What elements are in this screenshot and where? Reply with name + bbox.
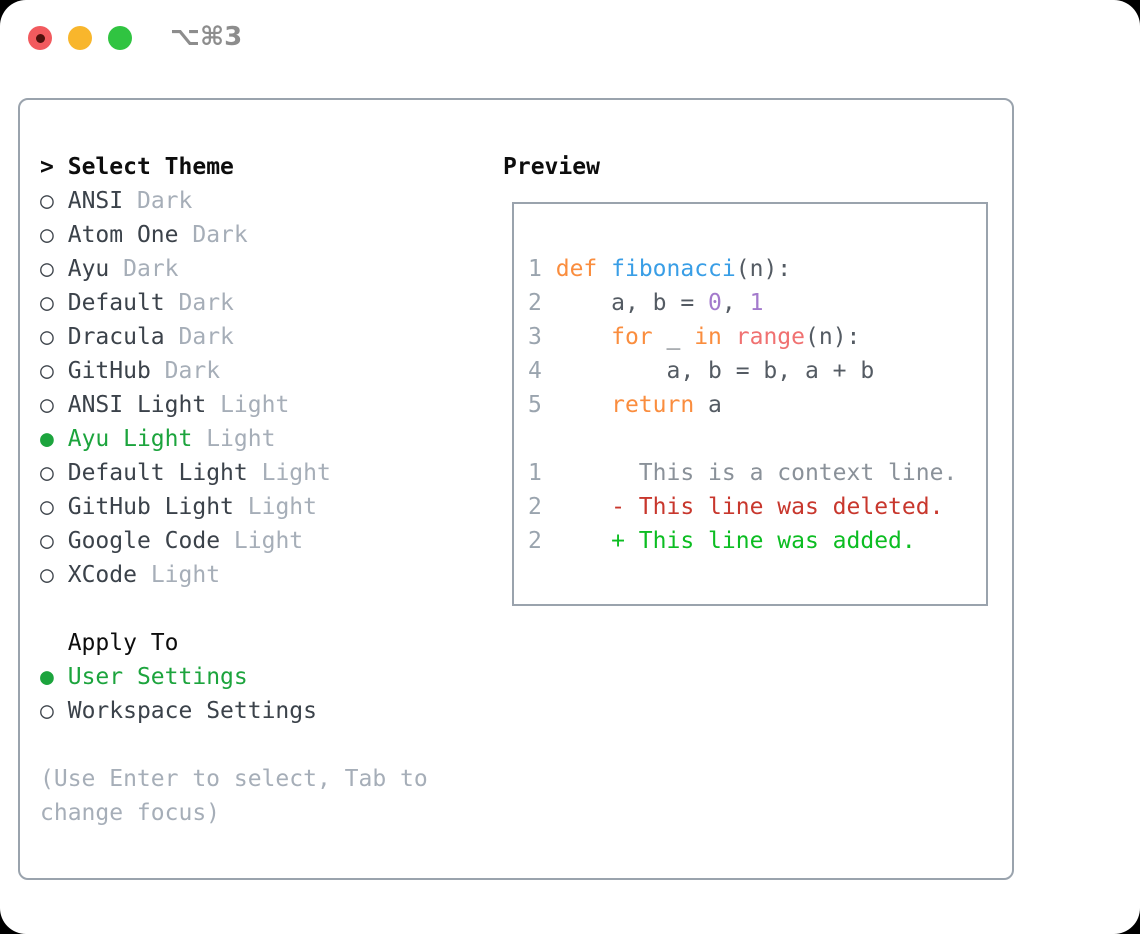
diff-line-context: 1 This is a context line. [528,460,958,486]
theme-item-default[interactable]: ○ Default Dark [40,286,476,320]
theme-list: ○ ANSI Dark○ Atom One Dark○ Ayu Dark○ De… [40,184,476,592]
radio-icon: ○ [40,392,54,418]
select-theme-header: > Select Theme [40,150,476,184]
theme-variant-tag: Dark [178,290,234,316]
traffic-lights [28,26,132,50]
theme-list-column: > Select Theme ○ ANSI Dark○ Atom One Dar… [40,150,476,830]
radio-icon: ○ [40,324,54,350]
theme-variant-tag: Light [220,392,290,418]
theme-name: ANSI Light [67,392,207,418]
close-button[interactable] [28,26,52,50]
theme-variant-tag: Dark [178,324,234,350]
theme-variant-tag: Dark [164,358,221,384]
code-line: 1 def fibonacci(n): [528,256,792,282]
radio-selected-icon: ● [40,664,54,690]
line-number: 1 [528,256,542,282]
code-line: 3 for _ in range(n): [528,324,861,350]
radio-icon: ○ [40,562,54,588]
radio-icon: ○ [40,698,54,724]
apply-option-user-settings[interactable]: ● User Settings [40,660,476,694]
theme-item-ansi[interactable]: ○ ANSI Dark [40,184,476,218]
preview-title: Preview [503,154,600,180]
radio-icon: ○ [40,460,54,486]
line-number: 5 [528,392,542,418]
radio-icon: ○ [40,222,54,248]
line-number: 2 [528,290,542,316]
theme-name: Default Light [67,460,248,486]
theme-variant-tag: Dark [192,222,248,248]
apply-option-label: User Settings [67,664,248,690]
theme-name: ANSI [67,188,124,214]
spacer [40,728,476,762]
apply-to-title: Apply To [67,630,179,656]
apply-option-label: Workspace Settings [67,698,317,724]
theme-variant-tag: Light [206,426,276,452]
theme-variant-tag: Dark [136,188,193,214]
line-number: 3 [528,324,542,350]
line-number: 2 [528,494,542,520]
radio-icon: ○ [40,358,54,384]
theme-name: Ayu [67,256,110,282]
theme-name: Google Code [67,528,221,554]
line-number: 1 [528,460,542,486]
radio-icon: ○ [40,494,54,520]
theme-selector-panel: > Select Theme ○ ANSI Dark○ Atom One Dar… [18,98,1014,880]
theme-item-ayu[interactable]: ○ Ayu Dark [40,252,476,286]
apply-to-list: ● User Settings○ Workspace Settings [40,660,476,728]
code-line: 5 return a [528,392,722,418]
theme-item-default-light[interactable]: ○ Default Light Light [40,456,476,490]
theme-variant-tag: Light [150,562,221,588]
theme-name: GitHub Light [67,494,234,520]
diff-line-added: 2 + This line was added. [528,528,916,554]
spacer [40,592,476,626]
radio-icon: ○ [40,528,54,554]
radio-icon: ○ [40,256,54,282]
theme-variant-tag: Dark [123,256,179,282]
theme-item-google-code[interactable]: ○ Google Code Light [40,524,476,558]
apply-option-workspace-settings[interactable]: ○ Workspace Settings [40,694,476,728]
zoom-button[interactable] [108,26,132,50]
theme-name: Atom One [67,222,179,248]
code-preview: 1 def fibonacci(n): 2 a, b = 0, 1 3 for _ … [514,204,986,558]
radio-icon: ○ [40,290,54,316]
theme-variant-tag: Light [261,460,331,486]
prompt-icon: > [40,154,54,180]
radio-selected-icon: ● [40,426,54,452]
theme-name: GitHub [67,358,151,384]
line-number: 2 [528,528,542,554]
window-shortcut-label: ⌥⌘3 [170,22,243,52]
blank-line [528,422,986,456]
theme-name: XCode [67,562,137,588]
minimize-button[interactable] [68,26,92,50]
code-line: 2 a, b = 0, 1 [528,290,764,316]
theme-variant-tag: Light [247,494,317,520]
code-line: 4 a, b = b, a + b [528,358,875,384]
preview-pane: 1 def fibonacci(n): 2 a, b = 0, 1 3 for _ … [512,202,988,606]
diff-line-deleted: 2 - This line was deleted. [528,494,944,520]
apply-to-header: Apply To [40,626,476,660]
theme-name: Dracula [67,324,165,350]
theme-item-xcode[interactable]: ○ XCode Light [40,558,476,592]
theme-item-github-light[interactable]: ○ GitHub Light Light [40,490,476,524]
theme-name: Default [67,290,165,316]
theme-item-github[interactable]: ○ GitHub Dark [40,354,476,388]
theme-item-ansi-light[interactable]: ○ ANSI Light Light [40,388,476,422]
theme-variant-tag: Light [233,528,304,554]
line-number: 4 [528,358,542,384]
select-theme-title: Select Theme [67,154,234,180]
theme-item-atom-one[interactable]: ○ Atom One Dark [40,218,476,252]
keyboard-hint: (Use Enter to select, Tab to change focu… [40,766,428,826]
theme-item-ayu-light[interactable]: ● Ayu Light Light [40,422,476,456]
theme-name: Ayu Light [67,426,193,452]
theme-item-dracula[interactable]: ○ Dracula Dark [40,320,476,354]
radio-icon: ○ [40,188,54,214]
